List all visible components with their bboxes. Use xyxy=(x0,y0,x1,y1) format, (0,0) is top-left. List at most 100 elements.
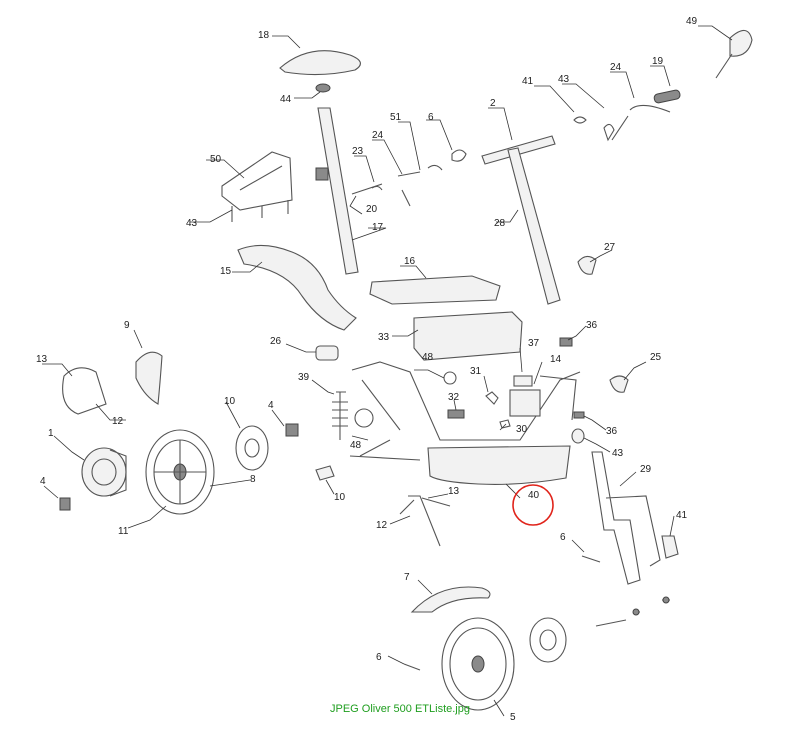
controller-drawing xyxy=(509,389,541,417)
valve-6-drawing xyxy=(403,663,421,671)
part-label-9: 10 xyxy=(224,396,236,407)
part-label-2: 2 xyxy=(490,98,496,109)
bolt-36-lower-drawing xyxy=(573,411,585,419)
bearing-43-drawing xyxy=(571,428,585,444)
part-label-6-mid: 6 xyxy=(560,532,566,543)
part-label-18: 15 xyxy=(220,266,232,277)
part-48-drawing xyxy=(443,371,457,385)
part-32-drawing xyxy=(447,409,465,419)
file-caption: JPEG Oliver 500 ETListe.jpg xyxy=(329,703,470,715)
brake-lever-right-drawing xyxy=(611,104,671,141)
part-label-40: 40 xyxy=(528,490,540,501)
part-label-24-left: 24 xyxy=(372,130,384,141)
rear-light-drawing xyxy=(315,345,339,361)
part-label-15: 12 xyxy=(112,416,124,427)
part-label-22-left: 20 xyxy=(366,204,378,215)
part-4-left-drawing xyxy=(59,497,71,511)
front-wheel-drawing xyxy=(441,617,515,711)
leader-lines xyxy=(42,25,733,717)
housing-16-drawing xyxy=(62,367,107,415)
part-label-17: 14 xyxy=(550,354,562,365)
ring-48-drawing xyxy=(354,408,374,428)
part-label-49: 49 xyxy=(686,16,698,27)
seat-drawing xyxy=(279,50,361,76)
rear-fender-drawing xyxy=(237,244,357,331)
part-label-5: 5 xyxy=(510,712,516,723)
guard-10-drawing xyxy=(135,351,163,405)
part-label-41: 41 xyxy=(676,510,688,521)
axle-washer-drawing xyxy=(632,608,640,616)
shock-absorber-drawing xyxy=(332,391,348,440)
part-label-48-upper: 48 xyxy=(422,352,434,363)
part-label-20: 17 xyxy=(372,222,384,233)
part-label-16: 13 xyxy=(36,354,48,365)
part-label-29: 29 xyxy=(640,464,652,475)
part-label-39: 39 xyxy=(298,372,310,383)
kickstand-drawing xyxy=(399,495,451,547)
part-label-6-bottom: 6 xyxy=(376,652,382,663)
part-label-25: 25 xyxy=(650,352,662,363)
seat-clamp-drawing xyxy=(315,83,331,93)
part-label-32: 32 xyxy=(448,392,460,403)
part-label-1: 1 xyxy=(48,428,54,439)
part-label-14: 13 xyxy=(448,486,460,497)
part-label-45: 43 xyxy=(558,74,570,85)
part-label-27: 27 xyxy=(604,242,616,253)
part-label-46: 43 xyxy=(186,218,198,229)
part-label-30: 31 xyxy=(470,366,482,377)
part-label-33: 33 xyxy=(378,332,390,343)
steering-column-drawing xyxy=(507,147,561,305)
part-labels: 18 44 17 50 43 15 16 33 2 28 41 43 24 19… xyxy=(36,16,698,723)
part-label-48-lower: 48 xyxy=(350,440,362,451)
part-label-36-lower: 36 xyxy=(606,426,618,437)
part-label-28: 28 xyxy=(494,218,506,229)
brake-disc-front-drawing xyxy=(529,617,567,663)
part-drawings xyxy=(59,29,753,711)
hub-motor-drawing xyxy=(81,447,127,497)
highlight-circle xyxy=(512,484,554,526)
part-label-43: 43 xyxy=(612,448,624,459)
battery-tray-drawing xyxy=(427,445,571,485)
part-4-center-drawing xyxy=(285,423,299,437)
main-frame-drawing xyxy=(349,361,581,461)
part-label-23: 23 xyxy=(352,146,364,157)
seat-post-drawing xyxy=(317,107,359,275)
part-label-24-right: 24 xyxy=(610,62,622,73)
mirror-drawing xyxy=(715,29,753,79)
part-label-47: 44 xyxy=(280,94,292,105)
grip-right-drawing xyxy=(653,89,681,104)
part-label-21: 18 xyxy=(258,30,270,41)
part-37-drawing xyxy=(513,375,533,387)
part-label-13: 12 xyxy=(376,520,388,531)
part-label-6-top: 6 xyxy=(428,112,434,123)
caliper-41-drawing xyxy=(661,535,679,559)
part-label-37: 37 xyxy=(528,338,540,349)
part-label-51: 51 xyxy=(390,112,402,123)
brake-disc-rear-drawing xyxy=(235,425,269,471)
part-label-8: 8 xyxy=(250,474,256,485)
part-label-4-center: 4 xyxy=(268,400,274,411)
part-label-26: 26 xyxy=(270,336,282,347)
mount-27-drawing xyxy=(577,255,597,275)
seat-post-clamp-drawing xyxy=(315,167,329,181)
front-fork-drawing xyxy=(591,451,661,585)
bolt-6-drawing xyxy=(581,555,601,563)
part-label-36-top: 36 xyxy=(586,320,598,331)
part-label-44: 41 xyxy=(522,76,534,87)
part-11-drawing xyxy=(315,465,335,481)
rear-wheel-drawing xyxy=(145,429,215,515)
part-label-10: 9 xyxy=(124,320,130,331)
part-label-4-left: 4 xyxy=(40,476,46,487)
front-fender-drawing xyxy=(410,586,491,613)
axle-nut-drawing xyxy=(662,596,670,604)
part-30-31-drawing xyxy=(485,391,511,429)
part-label-31: 30 xyxy=(516,424,528,435)
rear-rack-drawing xyxy=(221,151,293,222)
battery-cover-drawing xyxy=(369,275,501,305)
part-label-19: 16 xyxy=(404,256,416,267)
left-controls-drawing xyxy=(351,149,467,207)
switch-parts-drawing xyxy=(573,116,615,142)
part-label-50: 50 xyxy=(210,154,222,165)
part-label-12: 11 xyxy=(118,526,129,537)
